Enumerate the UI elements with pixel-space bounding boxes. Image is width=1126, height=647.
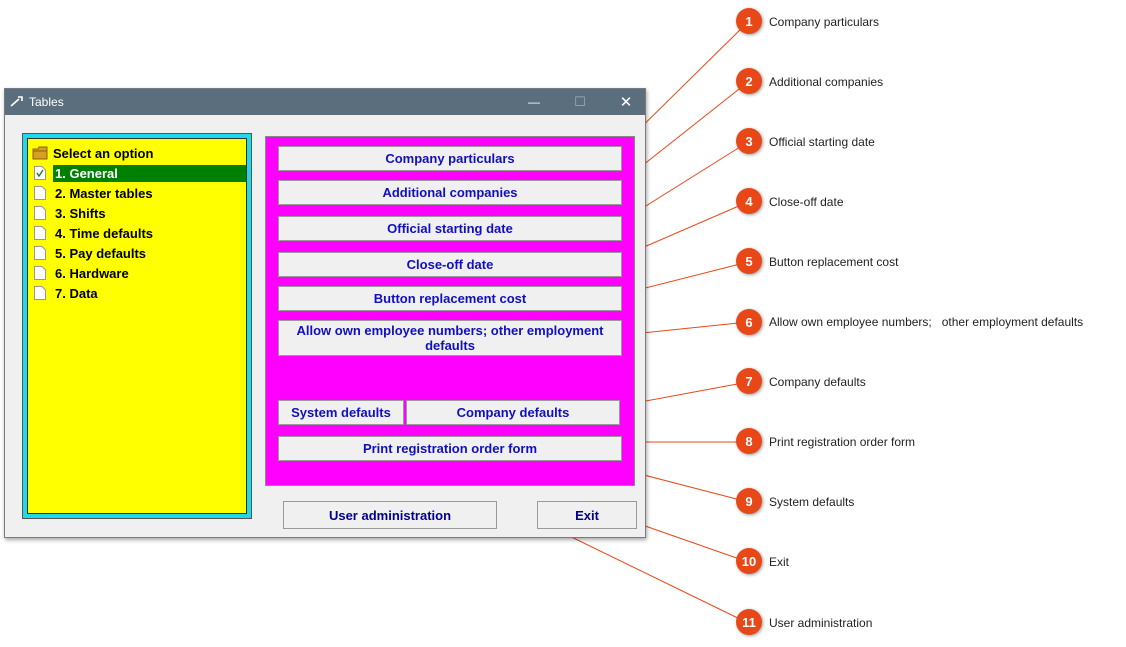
callout-badge: 3 (736, 128, 762, 154)
maximize-button[interactable]: ☐ (557, 89, 603, 115)
callout-badge: 2 (736, 68, 762, 94)
tree-root-label: Select an option (53, 145, 154, 161)
callout-label: Exit (769, 555, 790, 569)
callout-label: Print registration order form (769, 435, 916, 449)
tools-icon (10, 96, 23, 107)
callout-badge: 1 (736, 8, 762, 34)
tree-item-pay-defaults[interactable]: 5. Pay defaults (32, 243, 246, 263)
general-options-panel: Company particulars Additional companies… (265, 136, 635, 486)
tree-item-label: 3. Shifts (55, 205, 106, 221)
additional-companies-button[interactable]: Additional companies (278, 180, 622, 205)
close-off-date-button[interactable]: Close-off date (278, 252, 622, 277)
window-title: Tables (29, 95, 64, 109)
user-administration-button[interactable]: User administration (283, 501, 497, 529)
close-icon: ✕ (619, 94, 633, 111)
tables-window: Tables — ☐ ✕ Select an option (4, 88, 646, 538)
checked-document-icon (34, 166, 46, 180)
callout-label: Official starting date (769, 135, 875, 149)
document-icon (34, 226, 46, 240)
callout-badge: 10 (736, 548, 762, 574)
option-tree-list[interactable]: Select an option 1. General 2. Master ta… (27, 138, 247, 514)
close-button[interactable]: ✕ (603, 89, 649, 115)
tree-item-label: 1. General (53, 164, 246, 182)
company-defaults-button[interactable]: Company defaults (406, 400, 620, 425)
callout-badge: 11 (736, 609, 762, 635)
callout-badge: 8 (736, 428, 762, 454)
callout-label: Additional companies (769, 75, 884, 89)
minimize-icon: — (528, 95, 540, 109)
exit-button[interactable]: Exit (537, 501, 637, 529)
option-tree: Select an option 1. General 2. Master ta… (22, 133, 252, 519)
callout-badge: 6 (736, 309, 762, 335)
allow-own-employee-numbers-button[interactable]: Allow own employee numbers; other employ… (278, 320, 622, 356)
maximize-icon: ☐ (574, 94, 586, 109)
tree-item-label: 5. Pay defaults (55, 245, 147, 261)
document-icon (34, 286, 46, 300)
callout-label: User administration (769, 616, 873, 630)
official-starting-date-button[interactable]: Official starting date (278, 216, 622, 241)
print-registration-order-form-button[interactable]: Print registration order form (278, 436, 622, 461)
document-icon (34, 206, 46, 220)
document-icon (34, 246, 46, 260)
callout-label: Allow own employee numbers; other employ… (769, 315, 1084, 329)
folder-icon (32, 146, 48, 160)
tree-item-label: 6. Hardware (55, 265, 129, 281)
title-bar[interactable]: Tables — ☐ ✕ (5, 89, 645, 115)
callout-badge: 5 (736, 248, 762, 274)
document-icon (34, 266, 46, 280)
callout-label: Company particulars (769, 15, 880, 29)
minimize-button[interactable]: — (511, 89, 557, 115)
tree-item-label: 4. Time defaults (55, 225, 154, 241)
tree-item-master-tables[interactable]: 2. Master tables (32, 183, 246, 203)
tree-root[interactable]: Select an option (32, 143, 153, 163)
callout-badge: 7 (736, 368, 762, 394)
tree-item-label: 2. Master tables (55, 185, 153, 201)
system-defaults-button[interactable]: System defaults (278, 400, 404, 425)
tree-item-label: 7. Data (55, 285, 98, 301)
tree-item-shifts[interactable]: 3. Shifts (32, 203, 246, 223)
callout-label: Company defaults (769, 375, 866, 389)
callout-badge: 9 (736, 488, 762, 514)
tree-item-data[interactable]: 7. Data (32, 283, 246, 303)
button-replacement-cost-button[interactable]: Button replacement cost (278, 286, 622, 311)
callout-label: Close-off date (769, 195, 844, 209)
tree-item-time-defaults[interactable]: 4. Time defaults (32, 223, 246, 243)
tree-item-general[interactable]: 1. General (32, 163, 246, 183)
tree-item-hardware[interactable]: 6. Hardware (32, 263, 246, 283)
callout-label: Button replacement cost (769, 255, 899, 269)
callout-badge: 4 (736, 188, 762, 214)
company-particulars-button[interactable]: Company particulars (278, 146, 622, 171)
document-icon (34, 186, 46, 200)
callout-label: System defaults (769, 495, 855, 509)
